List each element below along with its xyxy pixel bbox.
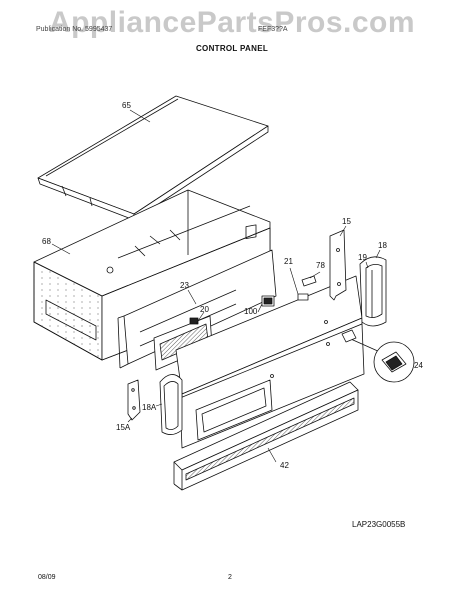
callout-42: 42 [280,461,289,470]
right-end-bracket [329,229,347,301]
model-code: FEF3??A [258,26,288,33]
callout-68: 68 [42,237,51,246]
connector-detail [341,329,415,383]
callout-100: 100 [244,307,258,316]
footer-date: 08/09 [38,574,56,581]
top-cover-panel [37,95,269,221]
drawing-code: LAP23G0055B [352,520,406,529]
callout-24: 24 [414,361,423,370]
callout-15: 15 [342,217,351,226]
callout-18: 18 [378,241,387,250]
control-board [153,315,213,371]
front-display-panel [179,323,365,449]
callout-19: 19 [358,253,367,262]
right-end-cap [359,256,387,327]
left-end-bracket [127,379,141,421]
callout-78: 78 [316,261,325,270]
footer-page-number: 2 [228,574,232,581]
vent-trim [173,381,359,491]
callout-15a: 15A [116,423,131,432]
callout-21: 21 [284,257,293,266]
section-title: CONTROL PANEL [195,44,269,53]
callout-65: 65 [122,101,131,110]
callout-20: 20 [200,305,209,314]
callout-labels: 65 68 23 20 15 18 19 21 78 100 24 18A 15… [42,101,423,470]
left-end-cap [159,374,183,435]
callout-23: 23 [180,281,189,290]
small-clips [261,275,317,307]
callout-leaders [51,109,381,463]
callout-18a: 18A [142,403,157,412]
watermark-logo: AppliancePartsPros.com [48,6,416,39]
publication-number: Publication No. 5995437 [36,26,113,33]
